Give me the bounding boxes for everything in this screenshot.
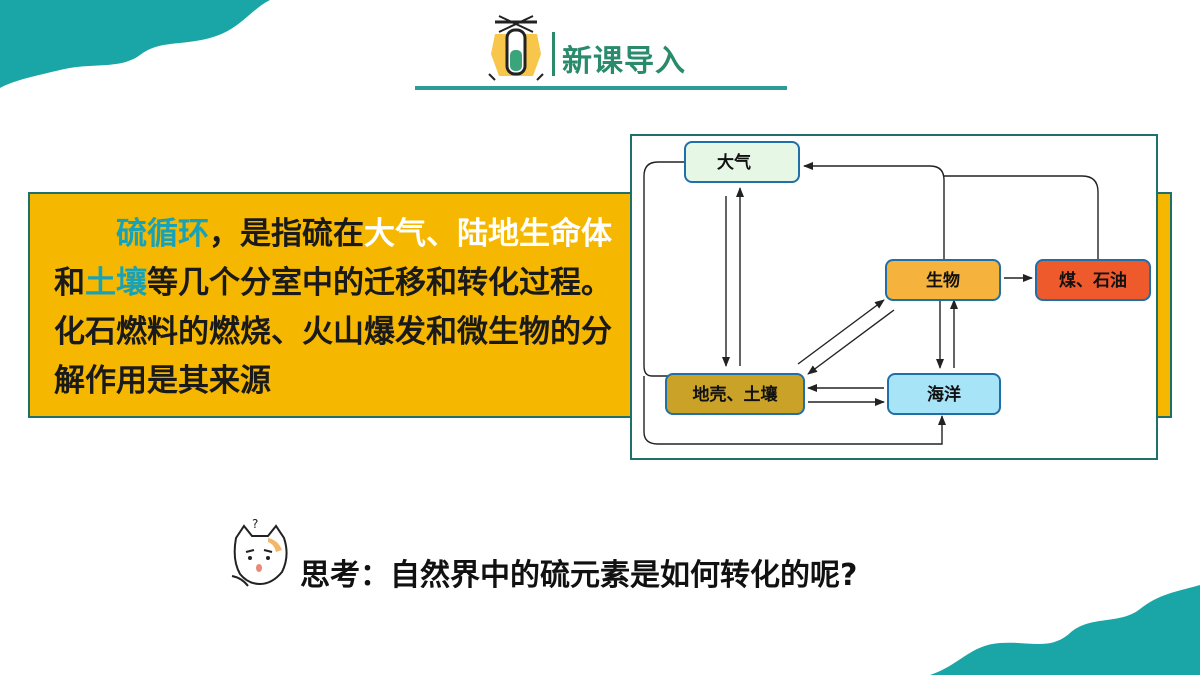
diagram-arrows bbox=[643, 161, 1099, 445]
question-text: 思考：自然界中的硫元素是如何转化的呢? bbox=[300, 558, 858, 593]
node-label: 生物 bbox=[926, 270, 960, 291]
header-divider bbox=[552, 32, 555, 76]
node-crust-soil: 地壳、土壤 bbox=[665, 373, 805, 415]
node-coal-oil: 煤、石油 bbox=[1035, 259, 1151, 301]
term-compartments: 大气、陆地生命体 bbox=[364, 216, 612, 252]
node-label: 煤、石油 bbox=[1059, 270, 1127, 291]
question-row: ? 思考：自然界中的硫元素是如何转化的呢? bbox=[228, 516, 988, 596]
sulfur-cycle-diagram: 大气 生物 煤、石油 地壳、土壤 海洋 bbox=[630, 134, 1158, 460]
node-label: 大气 bbox=[717, 152, 751, 173]
term-sulfur-cycle: 硫循环 bbox=[116, 216, 209, 252]
thinking-cat-icon: ? bbox=[231, 517, 288, 587]
svg-text:?: ? bbox=[252, 517, 258, 531]
test-tube-icon bbox=[488, 15, 544, 81]
term-soil: 土壤 bbox=[85, 265, 147, 301]
node-label: 海洋 bbox=[927, 384, 961, 405]
decor-wave-top bbox=[0, 0, 270, 88]
intro-text-segment: ，是指硫在 bbox=[209, 216, 364, 252]
node-ocean: 海洋 bbox=[887, 373, 1001, 415]
node-atmosphere: 大气 bbox=[684, 141, 800, 183]
node-organisms: 生物 bbox=[885, 259, 1001, 301]
decor-wave-bottom bbox=[930, 585, 1200, 675]
intro-text-segment: 和 bbox=[54, 265, 85, 301]
section-header: 新课导入 bbox=[415, 10, 787, 92]
intro-paragraph: 硫循环，是指硫在大气、陆地生命体和土壤等几个分室中的迁移和转化过程。化石燃料的燃… bbox=[54, 210, 614, 406]
page-title: 新课导入 bbox=[562, 44, 686, 79]
intro-text-segment: 等几个分室中的迁移和转化过程。化石燃料的燃烧、火山爆发和微生物的分解作用是其来源 bbox=[54, 265, 612, 399]
header-underline bbox=[415, 86, 787, 90]
node-label: 地壳、土壤 bbox=[693, 384, 779, 405]
